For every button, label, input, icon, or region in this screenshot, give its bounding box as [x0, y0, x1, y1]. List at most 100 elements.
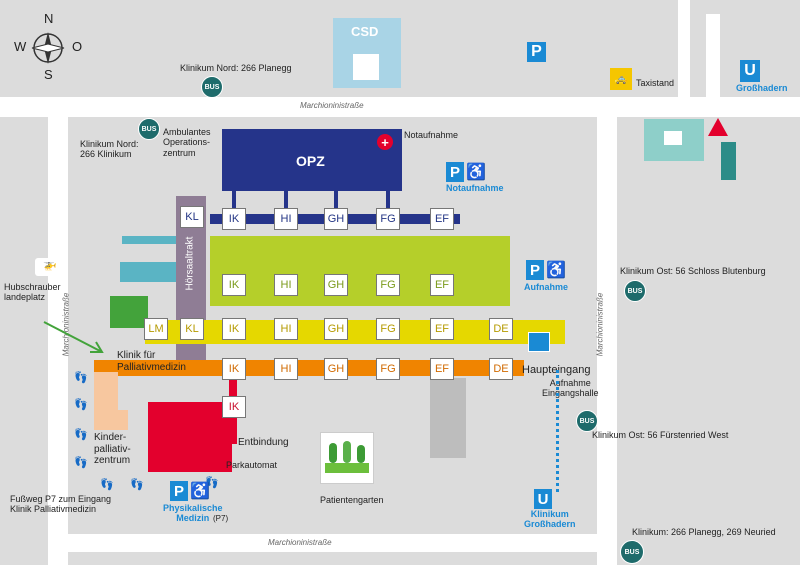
building-kinder [94, 410, 128, 430]
block-de-orange[interactable]: DE [489, 358, 513, 380]
csd-label: CSD [351, 24, 379, 39]
road-left [48, 115, 68, 565]
footsteps-icon: 👣 [130, 479, 144, 491]
block-de-yellow[interactable]: DE [489, 318, 513, 340]
block-hi-orange[interactable]: HI [274, 358, 298, 380]
u-klinikum-label: Klinikum Großhadern [524, 509, 576, 529]
block-hi-blue[interactable]: HI [274, 208, 298, 230]
bus-icon: BUS [201, 76, 223, 98]
notaufnahme-blue-label: Notaufnahme [446, 183, 504, 193]
bus-label-nord-left: Klinikum Nord: 266 Klinikum [80, 139, 139, 160]
palliativ-label: Klinik für Palliativmedizin [117, 350, 186, 373]
block-ef-orange[interactable]: EF [430, 358, 454, 380]
block-fg-green[interactable]: FG [376, 274, 400, 296]
building-orange[interactable] [94, 360, 524, 376]
u-bahn-icon: U [740, 60, 760, 82]
parkautomat-label: Parkautomat [226, 460, 278, 470]
road-bottom [48, 534, 608, 552]
building-red[interactable] [148, 402, 232, 472]
bus-icon: BUS [138, 118, 160, 140]
emergency-cross-icon: + [377, 134, 393, 150]
hubschrauber-label: Hubschrauber landeplatz [4, 282, 61, 303]
road-label-bottom: Marchioninistraße [268, 538, 332, 547]
block-fg-blue[interactable]: FG [376, 208, 400, 230]
block-gh-orange[interactable]: GH [324, 358, 348, 380]
patientengarten-label: Patientengarten [320, 495, 384, 505]
helicopter-icon: 🚁 [35, 258, 65, 276]
block-ik-green[interactable]: IK [222, 274, 246, 296]
wheelchair-icon: ♿ [190, 483, 210, 500]
entrance-icon [528, 332, 550, 352]
road-label-top: Marchioninistraße [300, 101, 364, 110]
road-label-right: Marchioninistraße [595, 292, 605, 357]
walkway-dotted [556, 370, 559, 492]
parking-icon: P [526, 260, 544, 280]
bus-label-nord-top: Klinikum Nord: 266 Planegg [180, 63, 292, 73]
block-ef-blue[interactable]: EF [430, 208, 454, 230]
building-green-dark [110, 296, 148, 328]
fussweg-label: Fußweg P7 zum Eingang Klinik Palliativme… [10, 494, 112, 515]
garden-icon [320, 432, 374, 484]
road-mid-upper [678, 0, 690, 100]
footsteps-icon: 👣 [74, 457, 88, 469]
construction-icon [708, 118, 728, 136]
block-kl[interactable]: KL [180, 206, 204, 228]
footsteps-icon: 👣 [74, 429, 88, 441]
compass-n: N [44, 11, 54, 26]
opz-building[interactable]: OPZ [222, 129, 402, 191]
aufnahme-blue-label: Aufnahme [524, 282, 569, 292]
building-teal-left-2 [122, 236, 176, 244]
ambulant-label: Ambulantes Operations- zentrum [163, 127, 211, 158]
road-right-upper [706, 14, 720, 99]
block-kl-yellow[interactable]: KL [180, 318, 204, 340]
bus-icon: BUS [620, 540, 644, 564]
footsteps-icon: 👣 [100, 479, 114, 491]
p7-label: (P7) [213, 514, 229, 523]
building-east-dark [721, 142, 736, 180]
block-gh-yellow[interactable]: GH [324, 318, 348, 340]
compass-icon [31, 32, 65, 64]
wheelchair-icon: ♿ [466, 164, 486, 181]
aufnahme-halle-label: Aufnahme Eingangshalle [542, 378, 599, 399]
parking-icon: P [446, 162, 464, 182]
block-fg-orange[interactable]: FG [376, 358, 400, 380]
compass-w: W [14, 39, 27, 54]
compass-o: O [72, 39, 83, 54]
physik-label: Physikalische Medizin [163, 503, 223, 523]
block-ef-yellow[interactable]: EF [430, 318, 454, 340]
block-hi-yellow[interactable]: HI [274, 318, 298, 340]
bus-label-fuerstenried: Klinikum Ost: 56 Fürstenried West [592, 430, 729, 440]
footsteps-icon: 👣 [74, 399, 88, 411]
taxistand-label: Taxistand [636, 78, 675, 88]
bus-label-bottom: Klinikum: 266 Planegg, 269 Neuried [632, 527, 776, 537]
parking-icon: P [527, 42, 546, 62]
block-hi-green[interactable]: HI [274, 274, 298, 296]
u-bahn-icon: U [534, 489, 552, 509]
compass-s: S [44, 67, 53, 82]
block-lm-yellow[interactable]: LM [144, 318, 168, 340]
block-ef-green[interactable]: EF [430, 274, 454, 296]
block-fg-yellow[interactable]: FG [376, 318, 400, 340]
kinder-label: Kinder- palliativ- zentrum [94, 432, 131, 466]
building-teal-left [120, 262, 176, 282]
taxi-icon: 🚕 [610, 68, 632, 90]
notaufnahme-label: Notaufnahme [404, 130, 459, 140]
u-grosshadern-label: Großhadern [736, 83, 788, 93]
building-grey [430, 378, 466, 458]
building-green[interactable] [210, 236, 510, 306]
block-gh-blue[interactable]: GH [324, 208, 348, 230]
building-east-teal [644, 119, 704, 161]
block-ik-orange[interactable]: IK [222, 358, 246, 380]
opz-label: OPZ [296, 153, 325, 169]
block-gh-green[interactable]: GH [324, 274, 348, 296]
block-ik-blue[interactable]: IK [222, 208, 246, 230]
road-top [0, 97, 800, 117]
hoersaaltrakt-label: Hörsaaltrakt [184, 236, 196, 291]
arrow-icon [43, 321, 104, 353]
building-palliative [94, 372, 118, 412]
footsteps-icon: 👣 [74, 372, 88, 384]
csd-building[interactable]: CSD [333, 18, 401, 88]
block-ik-yellow[interactable]: IK [222, 318, 246, 340]
block-ik-red[interactable]: IK [222, 396, 246, 418]
bus-icon: BUS [576, 410, 598, 432]
